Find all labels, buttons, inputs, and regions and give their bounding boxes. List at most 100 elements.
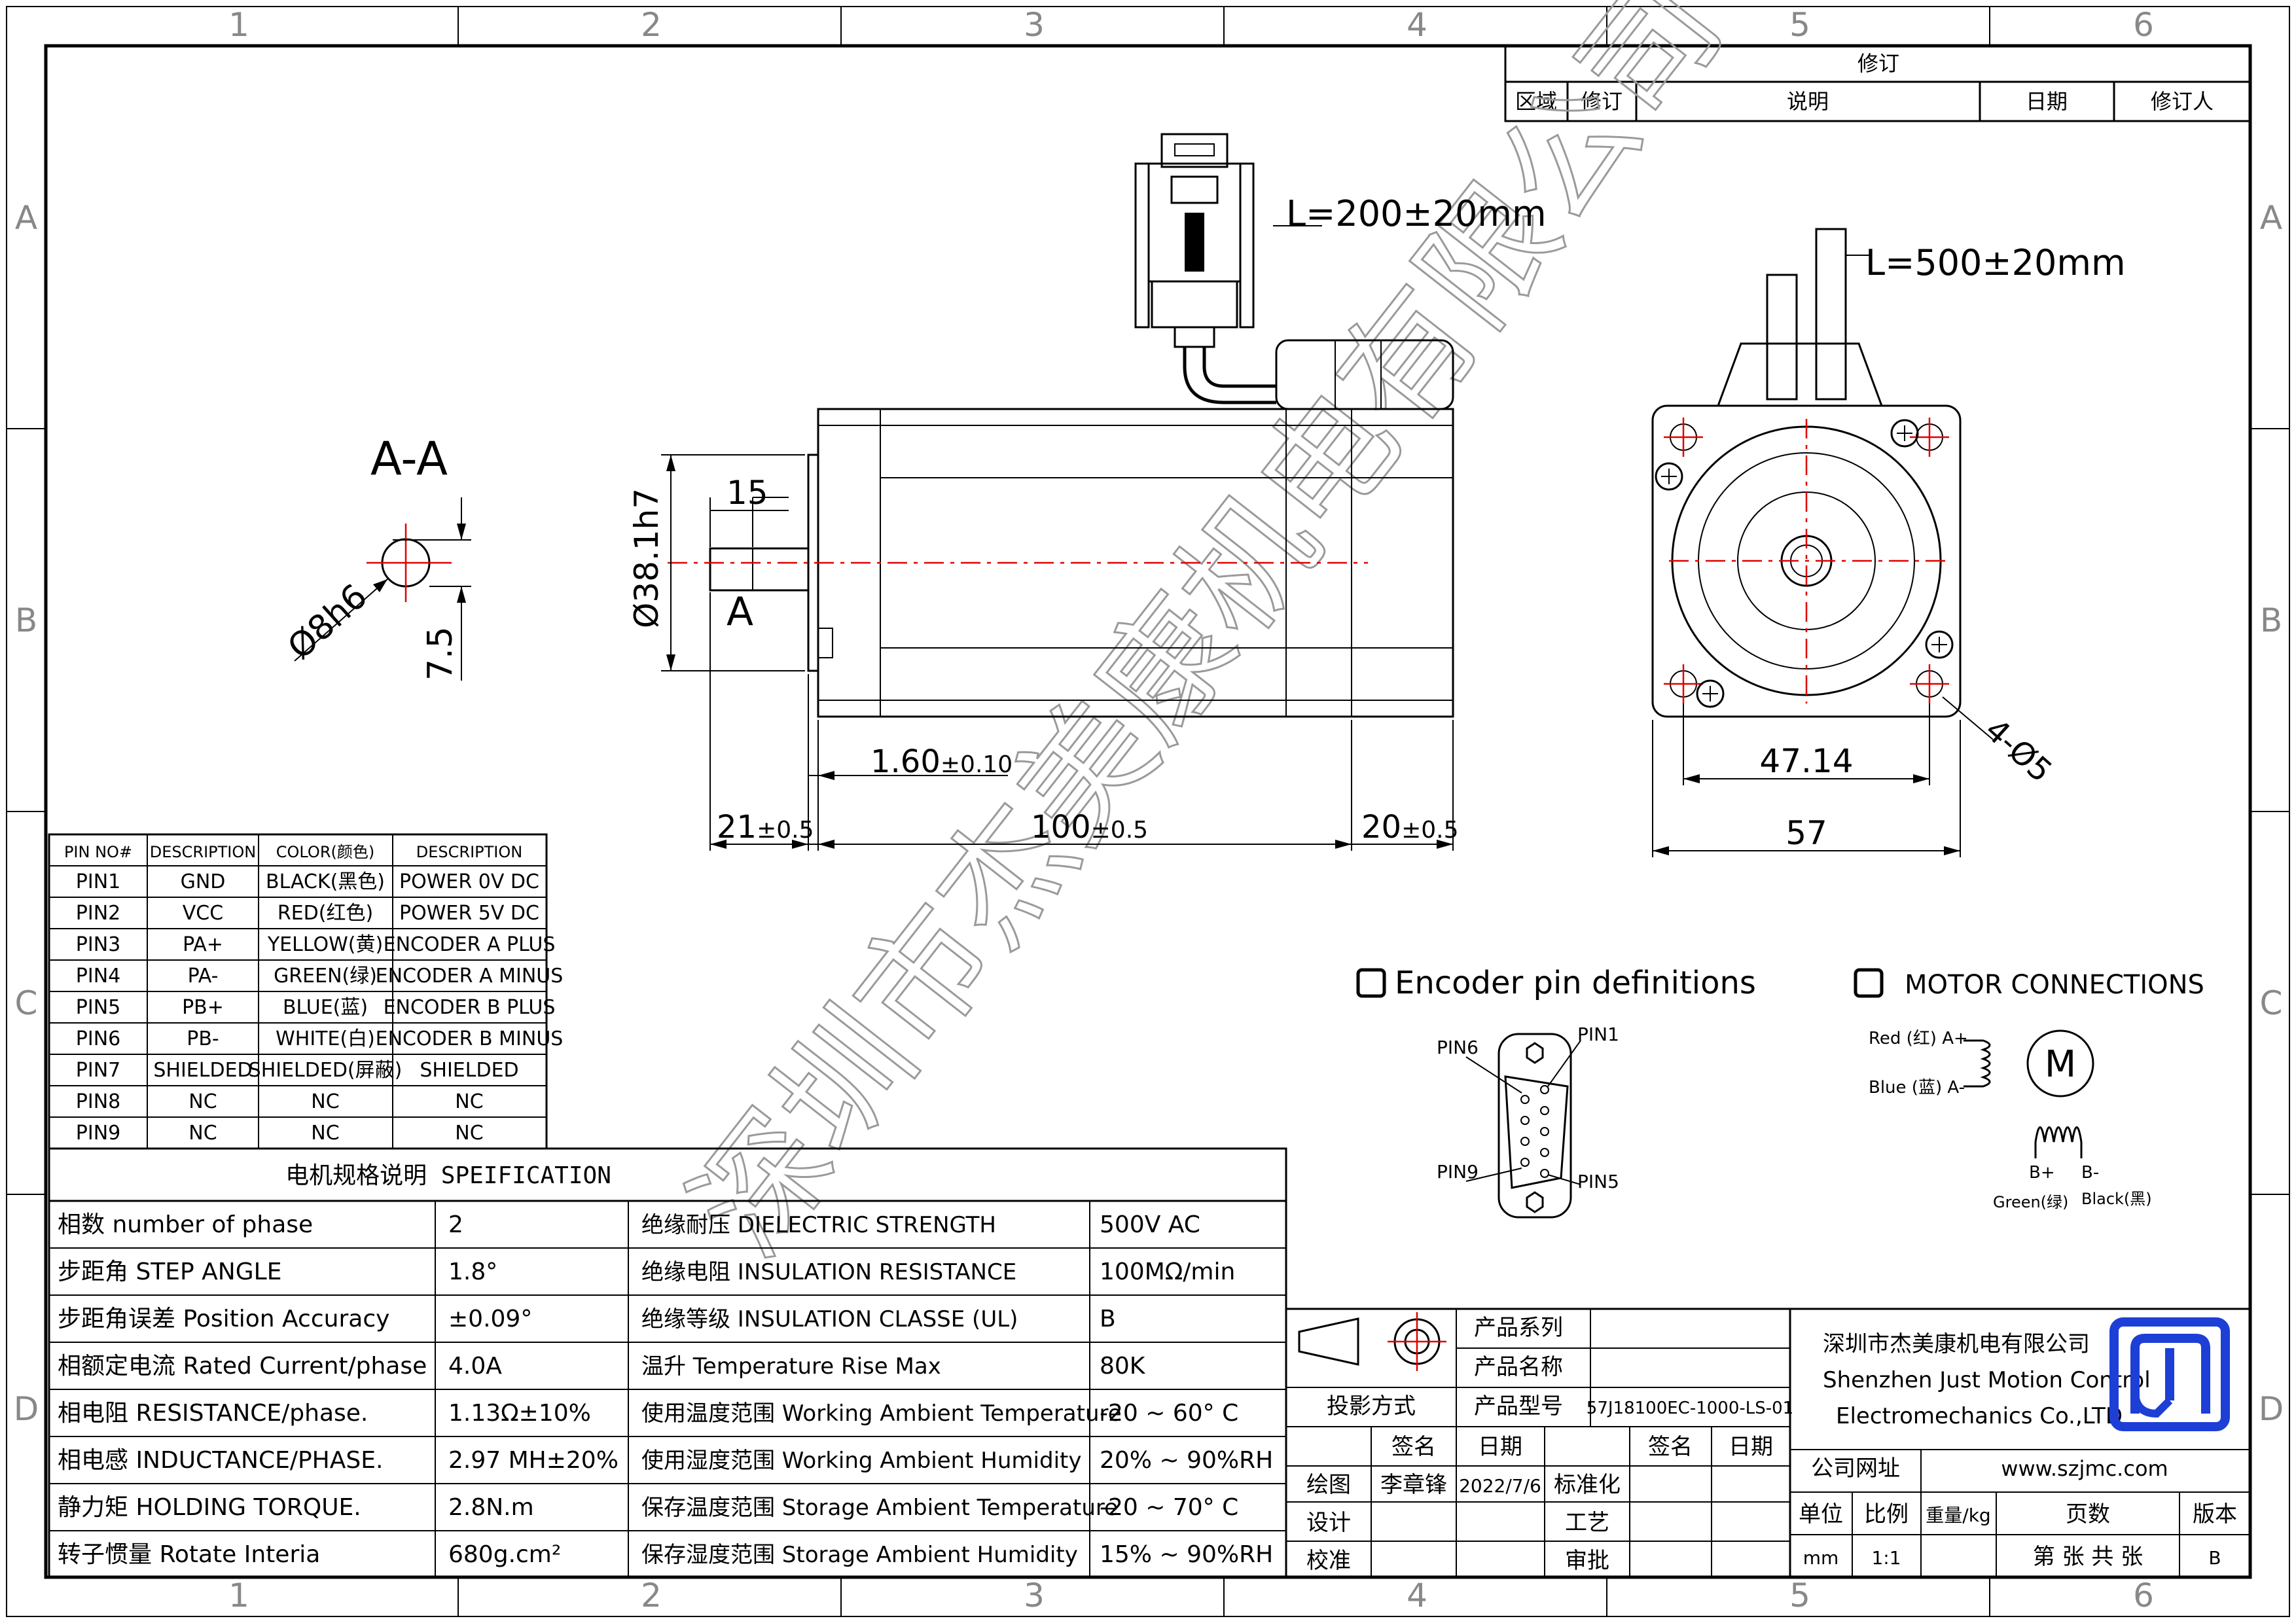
revision-header-rev: 修订 [1581,89,1623,114]
tb-model-label: 产品型号 [1474,1393,1563,1419]
company-name-cn: 深圳市杰美康机电有限公司 [1823,1331,2090,1357]
spec-table-cell: 680g.cm² [448,1541,561,1568]
tb-scale-label: 比例 [1864,1501,1909,1527]
zone-col-5-bottom: 5 [1789,1577,1810,1614]
section-aa: A-A 7.5 Ø8h6 [281,432,471,681]
zone-col-3: 3 [1024,6,1045,44]
flat-dimension: 7.5 [421,626,460,681]
shaft-dia-dimension: Ø8h6 [281,577,375,667]
spec-table-cell: 步距角误差 Position Accuracy [58,1306,389,1332]
encoder-pin9: PIN9 [1437,1161,1479,1183]
encoder-definitions: Encoder pin definitions PIN6 PIN1 PIN9 P… [1356,965,1756,1219]
zone-row-a-right: A [2260,199,2282,237]
zone-labels: 1 2 3 4 5 6 1 2 3 4 5 6 A B C D A B C D [14,6,2284,1614]
tb-website: www.szjmc.com [2001,1456,2168,1481]
tb-unit-label: 单位 [1799,1501,1843,1527]
zone-row-d-right: D [2259,1390,2284,1428]
pin-table-cell: NC [455,1122,483,1145]
pin-table-cell: PIN1 [76,870,120,893]
zone-col-2: 2 [641,6,662,44]
pin-table-cell: ENCODER B PLUS [384,996,556,1019]
spec-table-cell: 保存温度范围 Storage Ambient Temperature [641,1495,1118,1521]
spec-table-cell: 绝缘电阻 INSULATION RESISTANCE [641,1259,1016,1285]
spec-table-cell: 温升 Temperature Rise Max [641,1353,941,1380]
spec-table-cell: 80K [1100,1353,1146,1380]
spec-table-cell: 15% ~ 90%RH [1100,1541,1273,1568]
tb-date2: 日期 [1729,1434,1773,1460]
pin-table-cell: VCC [183,902,223,925]
pin-table: PIN NO# DESCRIPTION COLOR(颜色) DESCRIPTIO… [48,833,564,1150]
tb-website-label: 公司网址 [1811,1455,1900,1482]
tb-weight-label: 重量/kg [1926,1505,1990,1526]
company-name-en-1: Shenzhen Just Motion Control [1823,1367,2151,1393]
revision-header-reviser: 修订人 [2151,89,2214,114]
coil-b [2034,1126,2083,1158]
zone-col-5: 5 [1789,6,1810,44]
dim-15: 15 [726,474,768,512]
zone-col-4-bottom: 4 [1407,1577,1427,1614]
motor-a-minus: Blue (蓝) A- [1869,1078,1965,1097]
tb-pages-label: 页数 [2066,1501,2110,1527]
motor-b-minus: B- [2081,1163,2099,1183]
pin-table-cell: PIN2 [76,902,120,925]
pin-table-cell: PB+ [182,996,224,1019]
tb-check: 校准 [1306,1548,1351,1574]
svg-text:深圳市杰美康机电有限公司: 深圳市杰美康机电有限公司 [664,0,1751,1283]
pin-header-3: DESCRIPTION [416,843,522,861]
spec-table-cell: 2 [448,1211,463,1238]
front-view: L=500±20mm 4-Ø5 47.14 [1651,228,2126,857]
pin-table-cell: RED(红色) [278,902,373,925]
motor-b-plus-color: Green(绿) [1993,1193,2068,1211]
pin-table-cell: NC [188,1090,217,1113]
pin-header-2: COLOR(颜色) [276,843,374,861]
motor-shaft [709,547,810,592]
motor-symbol [2026,1029,2094,1097]
company-logo [2109,1317,2230,1431]
spec-table-cell: 使用温度范围 Working Ambient Temperature [641,1400,1122,1427]
spec-table-cell: 转子惯量 Rotate Interia [58,1541,320,1568]
spec-table-cell: -20 ~ 70° C [1100,1494,1238,1521]
section-label: A-A [370,432,448,486]
screws [1655,419,1954,708]
pin-table-cell: ENCODER A PLUS [384,933,556,956]
pin-table-cell: PIN3 [76,933,120,956]
tb-drawer: 李章锋 [1380,1472,1447,1498]
hole-callout: 4-Ø5 [1978,711,2059,789]
zone-col-4: 4 [1407,6,1427,44]
spec-table-cell: 100MΩ/min [1100,1258,1235,1285]
pin-table-cell: GND [181,870,226,893]
tb-version-label: 版本 [2193,1501,2237,1527]
logo-icon [1356,968,1386,998]
spec-table-cell: 500V AC [1100,1211,1200,1238]
motor-connections: MOTOR CONNECTIONS Red (红) A+ Blue (蓝) A-… [1854,968,2204,1211]
zone-col-2-bottom: 2 [641,1577,662,1614]
dim-57: 57 [1785,814,1827,852]
encoder-pin6: PIN6 [1437,1037,1479,1058]
pin-table-cell: SHIELDED [420,1059,518,1082]
cable-length-200: L=200±20mm [1286,193,1547,234]
tb-date: 日期 [1478,1434,1522,1460]
pin-table-cell: PB- [187,1027,219,1050]
tb-sign: 签名 [1391,1434,1436,1460]
zone-col-6-bottom: 6 [2133,1577,2154,1614]
revision-header-area: 区域 [1515,89,1557,114]
pin-table-cell: ENCODER B MINUS [376,1027,564,1050]
pin-table-cell: PA+ [183,933,223,956]
motor-b-plus: B+ [2029,1163,2055,1183]
zone-col-6: 6 [2133,6,2154,44]
spec-title: 电机规格说明 SPEIFICATION [285,1162,611,1189]
dim-20: 20±0.5 [1361,809,1459,846]
zone-row-a: A [15,199,37,237]
spec-table-cell: 相数 number of phase [58,1211,313,1238]
spec-table-cell: 1.13Ω±10% [448,1400,591,1427]
zone-row-c: C [15,984,38,1022]
spec-table-cell: ±0.09° [448,1306,532,1332]
tb-sign2: 签名 [1648,1434,1693,1460]
tb-model: 57J18100EC-1000-LS-01 [1587,1399,1793,1418]
pin-table-cell: NC [455,1090,483,1113]
motor-conn-title: MOTOR CONNECTIONS [1905,970,2204,1000]
pin-header-0: PIN NO# [64,843,132,861]
spec-table-cell: 20% ~ 90%RH [1100,1447,1273,1474]
spec-table-cell: 静力矩 HOLDING TORQUE. [58,1494,361,1521]
pin-table-cell: WHITE(白) [276,1027,375,1050]
